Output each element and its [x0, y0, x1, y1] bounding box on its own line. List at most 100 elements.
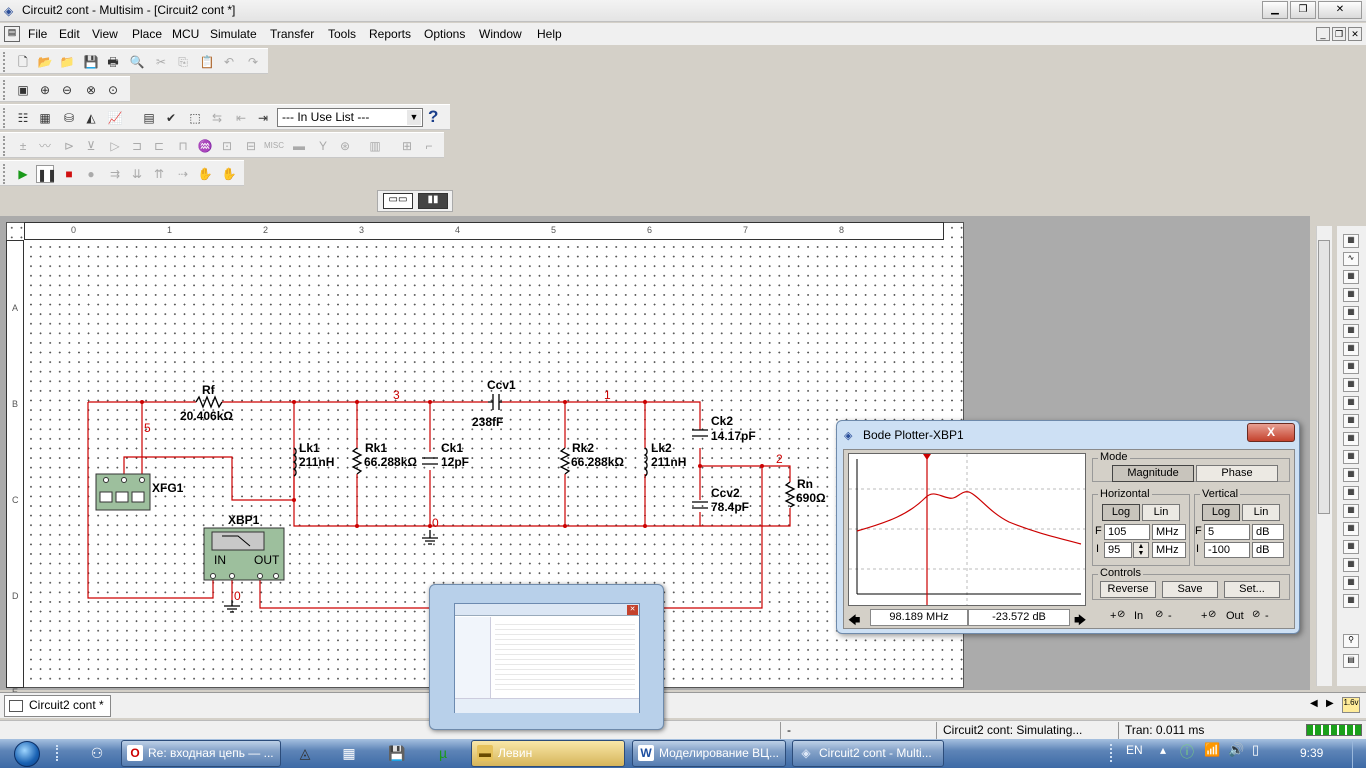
open-samples-icon[interactable]: 📁 [59, 55, 75, 69]
utorrent-icon[interactable]: µ [438, 745, 448, 761]
cursor-left-arrow-icon[interactable]: 🡄 [848, 613, 861, 627]
stop-icon[interactable]: ■ [65, 167, 73, 181]
erc-icon[interactable]: ✔ [165, 111, 177, 125]
bode-plotter-xbp1[interactable] [203, 527, 285, 581]
iv-analyzer-icon[interactable]: ▦ [1343, 414, 1359, 428]
network-analyzer-icon[interactable]: ▦ [1343, 468, 1359, 482]
tray-grip[interactable] [1110, 744, 1120, 762]
pause-icon[interactable]: ❚❚ [36, 165, 57, 183]
toolbar-grip[interactable] [3, 108, 7, 128]
horizontal-final-input[interactable]: 105 [1104, 524, 1150, 540]
transfer-icon[interactable]: ⇥ [257, 111, 269, 125]
horizontal-final-unit[interactable]: MHz [1152, 524, 1186, 540]
analog-icon[interactable]: ▷ [110, 139, 120, 153]
new-icon[interactable]: 🗋 [18, 55, 28, 69]
scroll-right-icon[interactable]: ▶ [1326, 698, 1334, 709]
function-generator-xfg1[interactable] [95, 473, 151, 511]
horizontal-initial-input[interactable]: 95 [1104, 542, 1132, 558]
battery-icon[interactable]: ▯ [1252, 742, 1260, 757]
current-probe-icon[interactable]: ▦ [1343, 594, 1359, 608]
menu-window[interactable]: Window [479, 27, 522, 41]
frequency-counter-icon[interactable]: ▦ [1343, 342, 1359, 356]
minimize-button[interactable]: ▁ [1262, 1, 1288, 19]
preview-close-icon[interactable]: ✕ [627, 605, 638, 615]
task-word[interactable]: W Моделирование ВЦ... [632, 740, 786, 767]
bode-close-button[interactable]: X [1247, 423, 1295, 442]
source-icon[interactable]: ± [19, 139, 27, 153]
toolbar-grip[interactable] [3, 164, 7, 184]
ttl-icon[interactable]: ⊐ [131, 139, 143, 153]
breakpoint-icon[interactable]: ✋ [197, 167, 213, 181]
taskbar-app-icon[interactable]: ◬ [299, 745, 311, 761]
notification-icon[interactable]: 1.6v [1342, 697, 1360, 713]
measurement-probe-icon[interactable]: ▦ [1343, 558, 1359, 572]
menu-transfer[interactable]: Transfer [270, 27, 315, 41]
phase-button[interactable]: Phase [1196, 465, 1278, 482]
agilent-scope-icon[interactable]: ▦ [1343, 522, 1359, 536]
oscilloscope-icon[interactable]: ▦ [1343, 288, 1359, 302]
mcu-icon[interactable]: ▥ [369, 139, 381, 153]
database-icon[interactable]: ⛁ [63, 111, 75, 125]
sim-switch-off-icon[interactable]: ▭▭ [383, 193, 413, 209]
wattmeter-icon[interactable]: ▦ [1343, 270, 1359, 284]
full-screen-icon[interactable]: ▣ [17, 83, 29, 97]
power-icon[interactable]: ⊟ [245, 139, 257, 153]
advanced-periph-icon[interactable]: ▬ [293, 139, 305, 153]
toolbar-grip[interactable] [3, 80, 7, 100]
horizontal-initial-unit[interactable]: MHz [1152, 542, 1186, 558]
electromech-icon[interactable]: ⊛ [339, 139, 351, 153]
menu-file[interactable]: File [28, 27, 48, 41]
bode-plot-area[interactable] [848, 453, 1086, 606]
tray-expand-icon[interactable]: ▴ [1160, 743, 1167, 757]
remove-breakpoints-icon[interactable]: ✋ [221, 167, 237, 181]
tab-circuit2[interactable]: Circuit2 cont * [4, 695, 111, 717]
close-button[interactable]: ✕ [1318, 1, 1362, 19]
terminal-icon[interactable]: ⊘ [1155, 609, 1164, 620]
agilent-generator-icon[interactable]: ▦ [1343, 486, 1359, 500]
zoom-in-icon[interactable]: ⊕ [39, 83, 51, 97]
step-out-icon[interactable]: ⇈ [153, 167, 165, 181]
vertical-final-unit[interactable]: dB [1252, 524, 1284, 540]
horizontal-lin-button[interactable]: Lin [1142, 504, 1180, 521]
in-use-list-dropdown[interactable]: --- In Use List --- ▼ [277, 108, 423, 127]
menu-view[interactable]: View [92, 27, 118, 41]
toolbar-grip[interactable] [3, 136, 7, 156]
restore-button[interactable]: ❐ [1290, 1, 1316, 19]
magnitude-button[interactable]: Magnitude [1112, 465, 1194, 482]
mixed-icon[interactable]: ♒ [197, 139, 213, 153]
set-button[interactable]: Set... [1224, 581, 1280, 598]
labview-icon[interactable]: ▦ [1343, 576, 1359, 590]
cursor-right-arrow-icon[interactable]: 🡆 [1074, 613, 1087, 627]
transistor-icon[interactable]: ⊻ [86, 139, 96, 153]
print-icon[interactable]: 🖶 [107, 55, 119, 69]
basic-icon[interactable]: 〰 [38, 139, 51, 153]
open-icon[interactable]: 📂 [37, 55, 53, 69]
word-generator-icon[interactable]: ▦ [1343, 360, 1359, 374]
menu-options[interactable]: Options [424, 27, 466, 41]
calculator-icon[interactable]: ▦ [342, 745, 356, 761]
run-to-cursor-icon[interactable]: ⇢ [177, 167, 189, 181]
vertical-final-input[interactable]: 5 [1204, 524, 1250, 540]
task-opera[interactable]: O Re: входная цепь — ... [121, 740, 281, 767]
horizontal-log-button[interactable]: Log [1102, 504, 1140, 521]
save-icon[interactable]: 💾 [83, 55, 99, 69]
bus-icon[interactable]: ⌐ [425, 139, 433, 153]
indicator-icon[interactable]: ⊡ [221, 139, 233, 153]
diode-icon[interactable]: ⊳ [63, 139, 75, 153]
step-over-icon[interactable]: ⇉ [109, 167, 121, 181]
taskbar-preview[interactable]: ✕ [429, 584, 664, 730]
rf-icon[interactable]: Y [318, 139, 327, 153]
toolbar-grip[interactable] [3, 52, 7, 72]
function-generator-icon[interactable]: ∿ [1343, 252, 1359, 266]
run-icon[interactable]: ▶ [18, 167, 28, 181]
copy-icon[interactable]: ⎘ [178, 55, 188, 69]
spectrum-analyzer-icon[interactable]: ▦ [1343, 450, 1359, 464]
forward-annotate-icon[interactable]: ⇤ [235, 111, 247, 125]
back-annotate-icon[interactable]: ⇆ [211, 111, 223, 125]
print-preview-icon[interactable]: 🔍 [129, 55, 145, 69]
task-multisim[interactable]: ◈ Circuit2 cont - Multi... [792, 740, 944, 767]
postprocessor-icon[interactable]: ▤ [143, 111, 155, 125]
probe-icon[interactable]: ⚲ [1343, 634, 1359, 648]
vertical-initial-input[interactable]: -100 [1204, 542, 1250, 558]
task-levin[interactable]: ▬ Левин [471, 740, 625, 767]
